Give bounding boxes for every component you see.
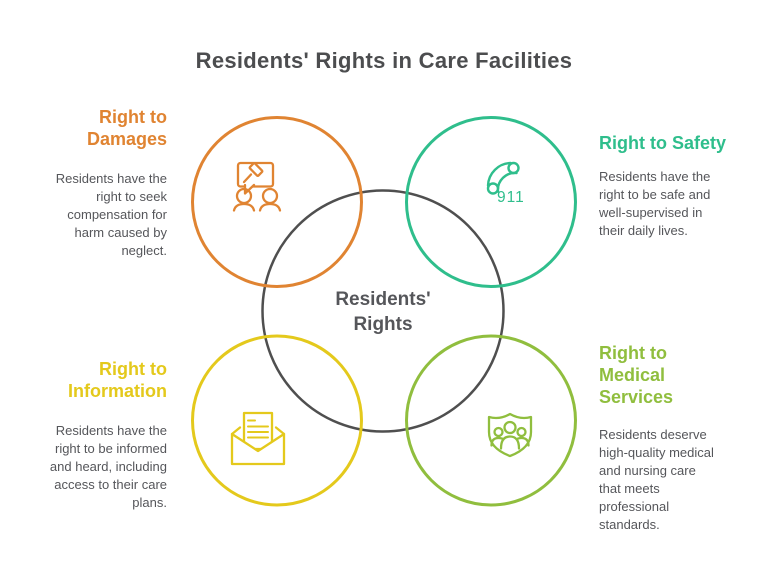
- damages-heading: Right to Damages: [86, 107, 167, 149]
- medical-heading: Right to Medical Services: [599, 343, 674, 407]
- center-label: Residents' Rights: [335, 289, 431, 335]
- medical-circle: [405, 334, 577, 507]
- open-letter-icon: [230, 411, 286, 466]
- gavel-speech-bubble-icon: [232, 161, 282, 212]
- information-heading: Right to Information: [68, 359, 167, 401]
- damages-circle: [191, 116, 363, 288]
- center-circle: [261, 189, 505, 433]
- safety-description: Residents have the right to be safe and …: [599, 169, 711, 238]
- safety-heading: Right to Safety: [599, 133, 727, 153]
- safety-circle: [405, 116, 577, 288]
- information-description: Residents have the right to be informed …: [49, 423, 167, 510]
- damages-description: Residents have the right to seek compens…: [55, 171, 167, 258]
- emergency-phone-icon: [486, 161, 520, 195]
- medical-description: Residents deserve high-quality medical a…: [599, 427, 714, 532]
- shield-people-icon: [487, 412, 533, 458]
- page-title: Residents' Rights in Care Facilities: [195, 48, 573, 73]
- information-circle: [191, 334, 363, 507]
- emergency-number-label: 911: [497, 189, 525, 206]
